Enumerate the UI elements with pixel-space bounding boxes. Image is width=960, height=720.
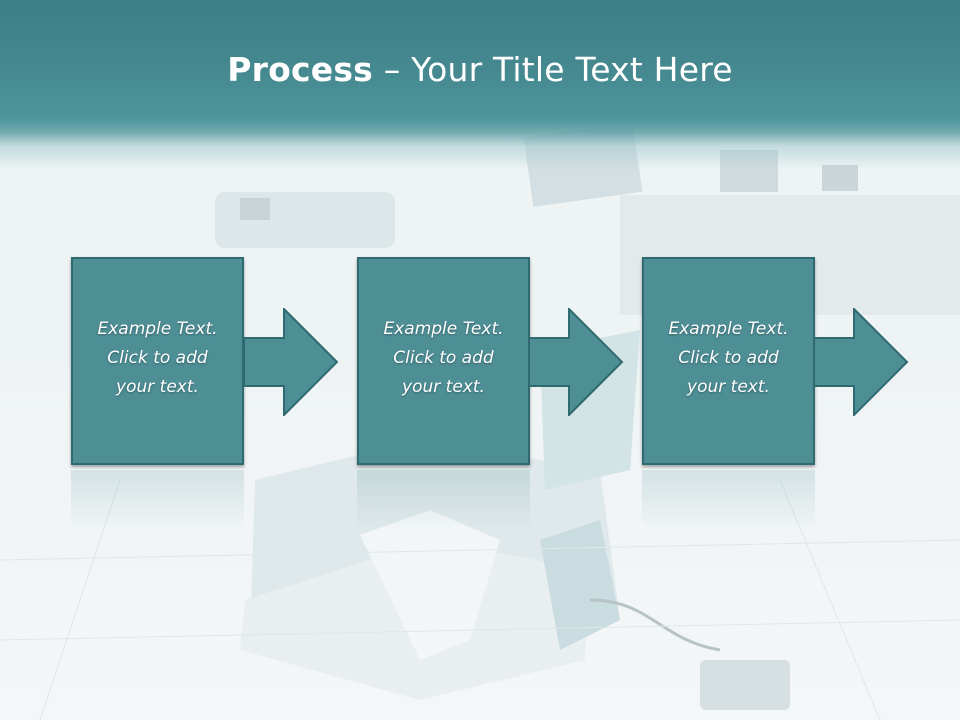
process-step-2[interactable]: Example Text. Click to add your text.: [357, 257, 530, 465]
title-rest: – Your Title Text Here: [373, 50, 733, 89]
right-arrow-icon: [244, 308, 339, 416]
header-band: [0, 0, 960, 170]
step-1-text: Example Text. Click to add your text.: [97, 319, 218, 397]
step-3-text: Example Text. Click to add your text.: [668, 319, 789, 397]
step-reflection: [357, 470, 530, 530]
process-step-3[interactable]: Example Text. Click to add your text.: [642, 257, 815, 465]
title-bold: Process: [227, 50, 374, 89]
slide-title[interactable]: Process – Your Title Text Here: [0, 50, 960, 89]
step-reflection: [642, 470, 815, 530]
process-step-1[interactable]: Example Text. Click to add your text.: [71, 257, 244, 465]
step-2-text: Example Text. Click to add your text.: [383, 319, 504, 397]
right-arrow-icon: [814, 308, 909, 416]
step-reflection: [71, 470, 244, 530]
right-arrow-icon: [529, 308, 624, 416]
